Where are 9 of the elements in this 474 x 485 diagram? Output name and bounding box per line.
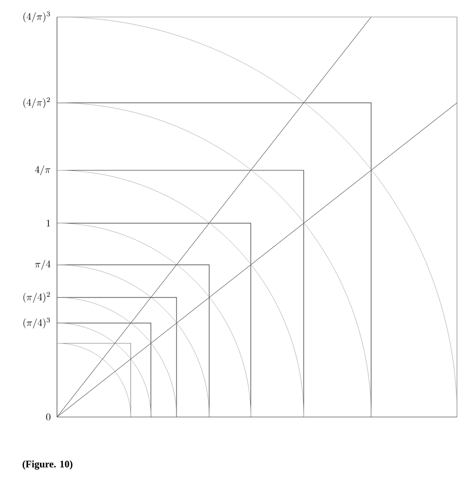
axis-label: $\pi/4$ [35,260,50,270]
axis-label: $(4/\pi)^2$ [23,97,50,108]
axis-label: $4/\pi$ [35,165,50,176]
axis-label: $(4/\pi)^3$ [23,12,50,22]
axis-label: $(\pi/4)^3$ [23,318,50,328]
figure-caption: (Figure. 10) [22,460,72,470]
axis-label: $0$ [46,414,50,420]
axis-label: $1$ [46,220,50,226]
axis-label: $(\pi/4)^2$ [23,292,50,303]
